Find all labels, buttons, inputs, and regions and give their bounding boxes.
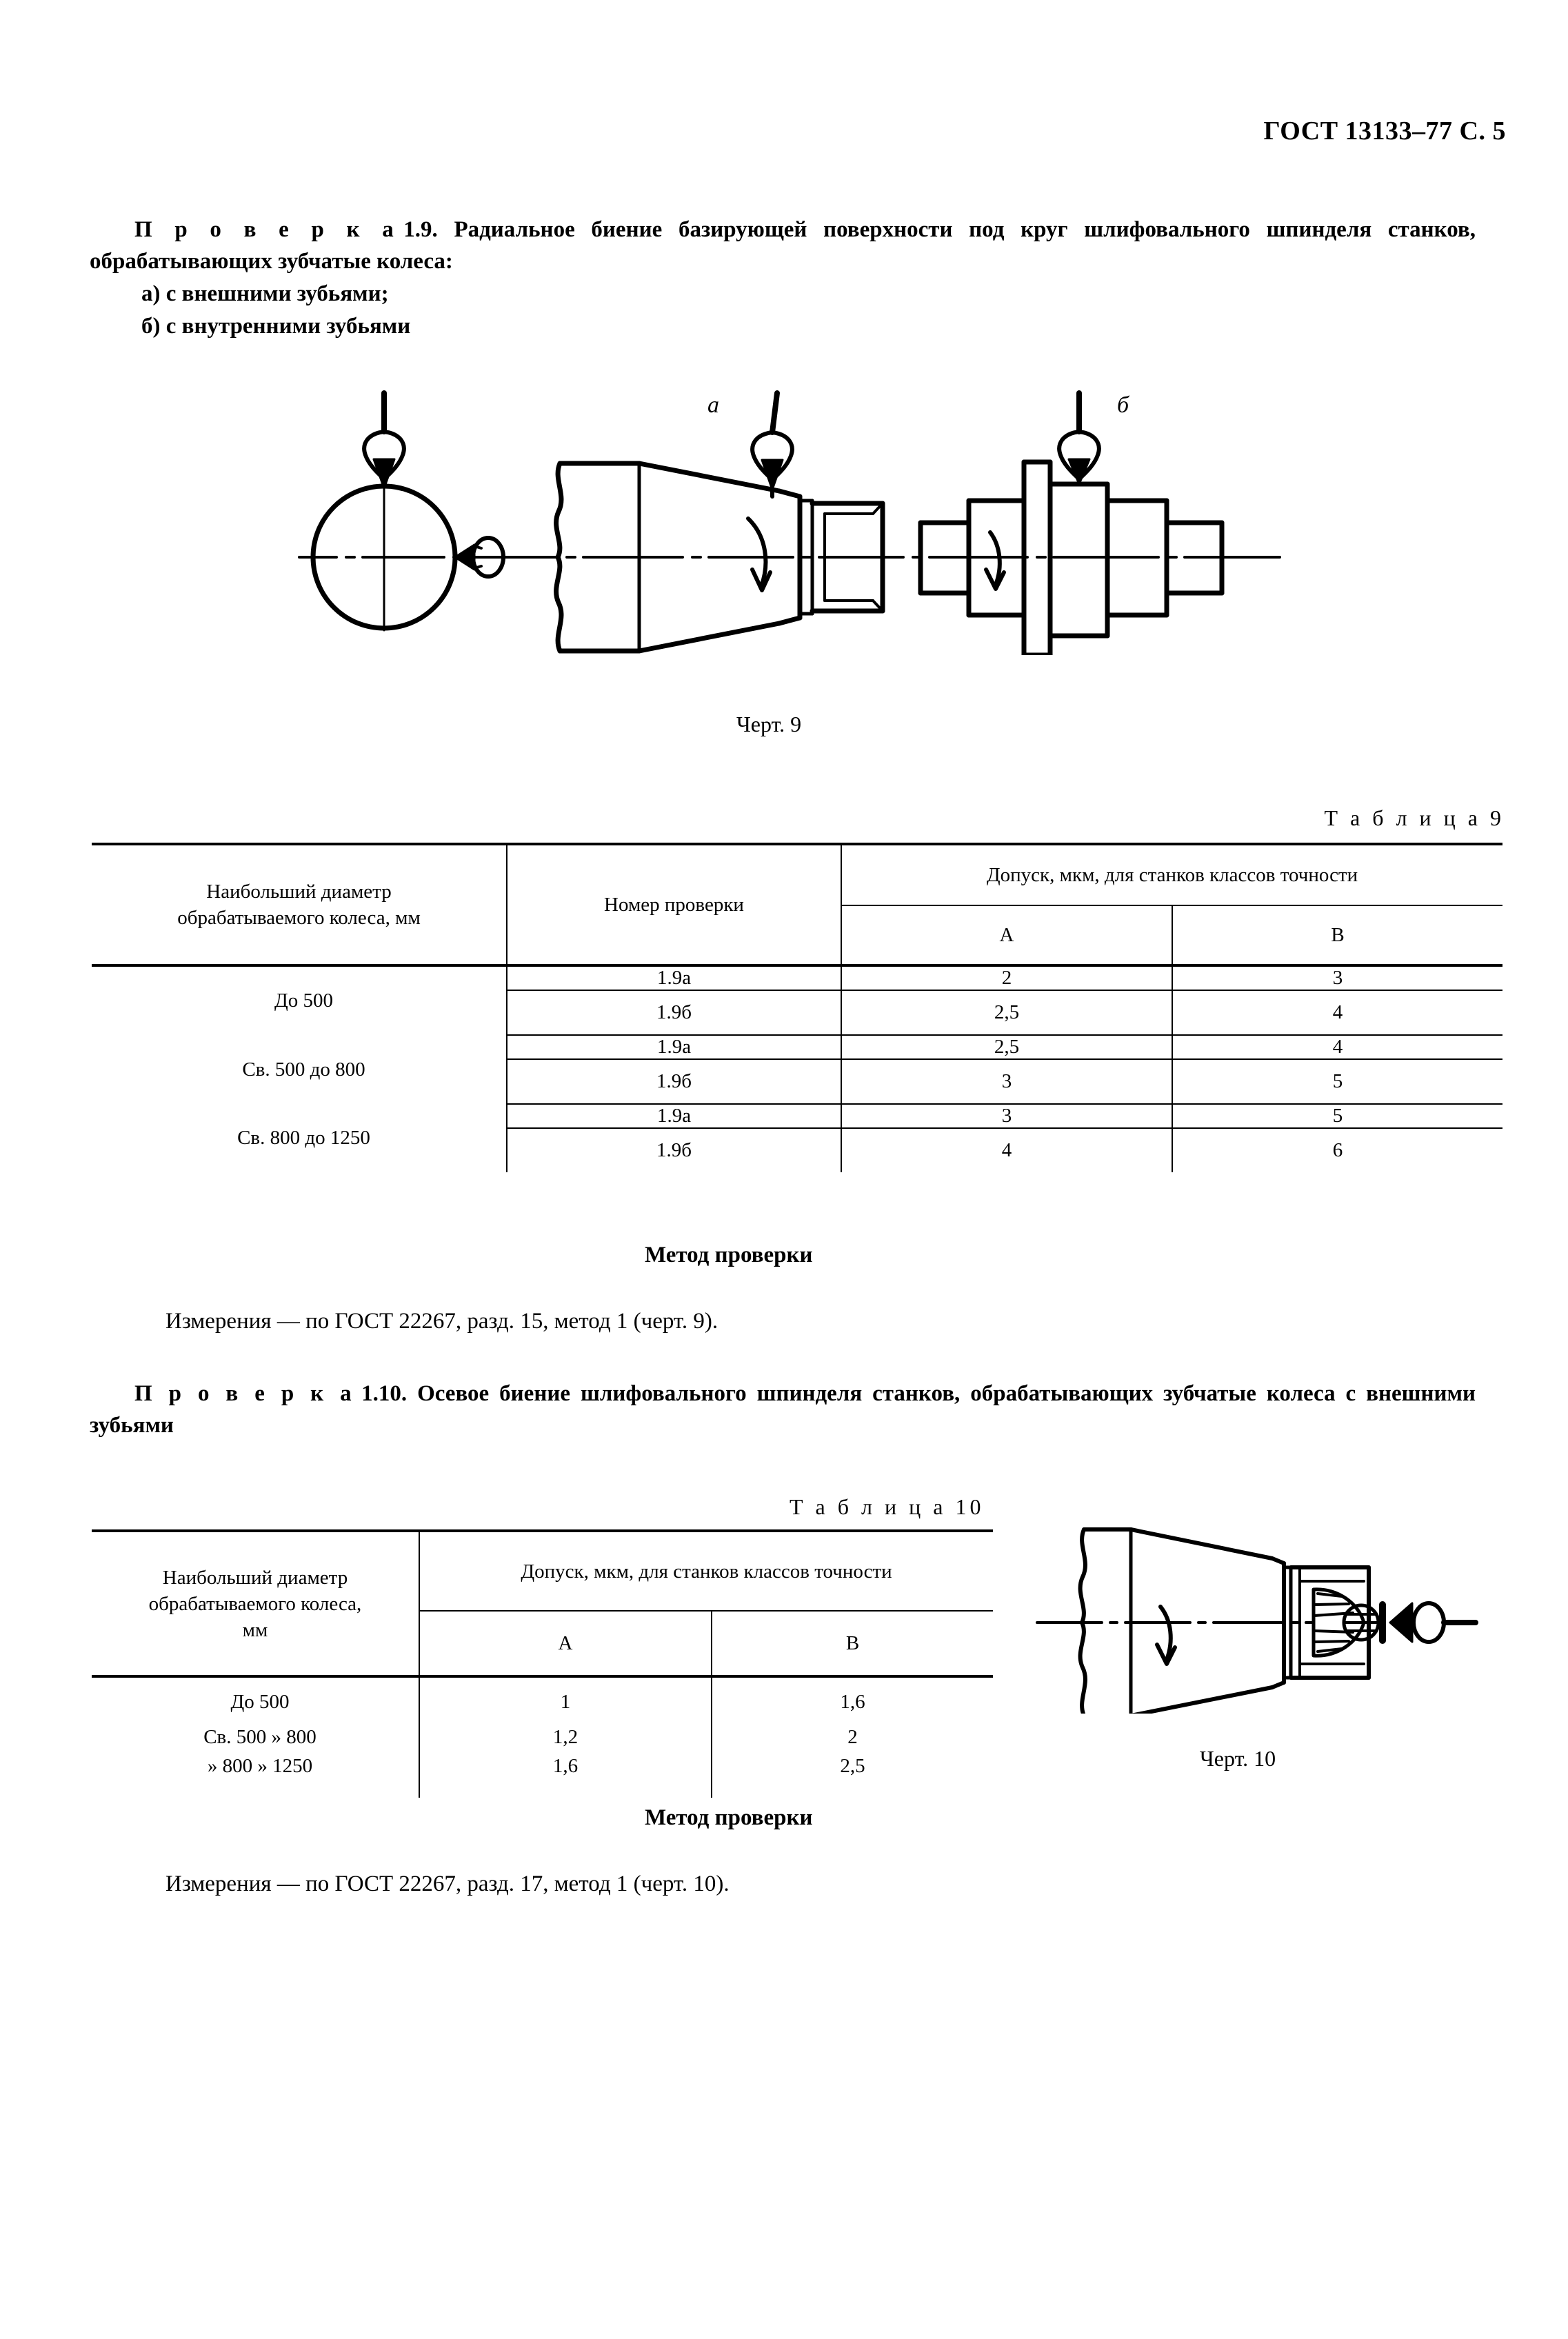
table-row: 1.9б 3 5 <box>92 1059 1502 1105</box>
table-9-a-2-1: 4 <box>841 1128 1172 1172</box>
table-9-header-check-number: Номер проверки <box>506 843 841 967</box>
table-10-header-diameter-line2: обрабатываемого колеса, <box>148 1592 362 1615</box>
page-header: ГОСТ 13133–77 С. 5 <box>1263 117 1506 145</box>
table-10-diameter-0: До 500 <box>230 1691 290 1713</box>
table-9-b-1-0: 4 <box>1172 1035 1502 1060</box>
table-9-header-diameter: Наибольший диаметр обрабатываемого колес… <box>92 843 507 967</box>
table-9-header-tolerance-group: Допуск, мкм, для станков классов точност… <box>841 843 1502 906</box>
table-row: Св. 500 » 800 1,2 2 <box>92 1720 993 1755</box>
method-9-heading: Метод проверки <box>645 1243 813 1267</box>
table-row: Св. 500 до 800 1.9а 2,5 4 <box>92 1035 1502 1081</box>
table-10-b-1: 2 <box>711 1720 993 1755</box>
table-9-b-0-1: 4 <box>1172 990 1502 1036</box>
table-9-check-1-1: 1.9б <box>506 1059 841 1105</box>
table-9-check-2-1: 1.9б <box>506 1128 841 1172</box>
check-1-10-title-line2: колеса с внешними зубьями <box>90 1381 1476 1438</box>
table-9-a-0-0: 2 <box>841 965 1172 991</box>
table-9-a-2-0: 3 <box>841 1104 1172 1129</box>
table-9-b-1-1: 5 <box>1172 1059 1502 1105</box>
check-1-10-title-line1: Осевое биение шлифовального шпинделя ста… <box>417 1381 1256 1406</box>
table-9-a-1-0: 2,5 <box>841 1035 1172 1060</box>
figure-9-label-b: б <box>1117 392 1130 418</box>
table-9-a-1-1: 3 <box>841 1059 1172 1105</box>
table-10-header-diameter-line1: Наибольший диаметр <box>162 1566 348 1589</box>
table-10-b-2: 2,5 <box>711 1755 993 1798</box>
table-row: До 500 1 1,6 <box>92 1676 993 1720</box>
figure-9-caption: Черт. 9 <box>736 712 802 736</box>
table-10: Наибольший диаметр обрабатываемого колес… <box>92 1529 993 1798</box>
table-9-body: До 500 1.9а 2 3 1.9б 2,5 4 Св. 500 до 80… <box>92 965 1502 1172</box>
table-9-diameter-1: Св. 500 до 800 <box>242 1058 365 1081</box>
table-row: » 800 » 1250 1,6 2,5 <box>92 1755 993 1798</box>
table-row: Св. 800 до 1250 1.9а 3 5 <box>92 1104 1502 1149</box>
table-10-head: Наибольший диаметр обрабатываемого колес… <box>92 1529 993 1678</box>
table-10-a-2: 1,6 <box>419 1755 712 1798</box>
table-9-check-2-0: 1.9а <box>506 1104 841 1129</box>
table-10-diameter-1: Св. 500 » 800 <box>203 1726 316 1748</box>
table-10-header-tolerance-group: Допуск, мкм, для станков классов точност… <box>419 1529 993 1612</box>
table-row: 1.9б 4 6 <box>92 1128 1502 1172</box>
table-10-header-class-b: В <box>711 1611 993 1678</box>
table-10-header-diameter: Наибольший диаметр обрабатываемого колес… <box>92 1529 419 1678</box>
figure-9-drawing: а б <box>296 365 1283 655</box>
check-1-9-title-line1: Радиальное биение базирующей поверхности… <box>454 217 1372 242</box>
table-9-check-0-1: 1.9б <box>506 990 841 1036</box>
figure-10-drawing <box>1034 1500 1510 1714</box>
method-10-heading: Метод проверки <box>645 1805 813 1830</box>
table-9: Наибольший диаметр обрабатываемого колес… <box>92 843 1502 1172</box>
method-9-text: Измерения — по ГОСТ 22267, разд. 15, мет… <box>165 1309 718 1334</box>
table-10-b-0: 1,6 <box>711 1676 993 1720</box>
table-10-a-0: 1 <box>419 1676 712 1720</box>
check-1-9-label: П р о в е р к а <box>134 217 397 242</box>
table-row: 1.9б 2,5 4 <box>92 990 1502 1036</box>
table-10-body: До 500 1 1,6 Св. 500 » 800 1,2 2 » 800 »… <box>92 1676 993 1798</box>
check-1-9-title-line2: станков, обрабатывающих зубчатые колеса: <box>90 217 1476 274</box>
check-1-10-label: П р о в е р к а <box>134 1381 355 1406</box>
table-9-a-0-1: 2,5 <box>841 990 1172 1036</box>
table-9-diameter-2: Св. 800 до 1250 <box>237 1127 370 1149</box>
table-10-header-diameter-line3: мм <box>242 1618 268 1641</box>
figure-10-svg <box>1036 1527 1478 1714</box>
table-row: До 500 1.9а 2 3 <box>92 965 1502 1012</box>
table-9-header-class-b: В <box>1172 905 1502 967</box>
figure-9-svg: а б <box>298 390 1281 655</box>
table-9-caption: Т а б л и ц а 9 <box>1324 805 1505 830</box>
check-1-9-number: 1.9. <box>403 217 438 242</box>
table-9-check-1-0: 1.9а <box>506 1035 841 1060</box>
table-9-head: Наибольший диаметр обрабатываемого колес… <box>92 843 1502 967</box>
table-9-header-diameter-line1: Наибольший диаметр <box>206 881 392 903</box>
table-10-caption: Т а б л и ц а 10 <box>790 1494 985 1519</box>
method-10-text: Измерения — по ГОСТ 22267, разд. 17, мет… <box>165 1871 730 1896</box>
figure-9-label-a: а <box>707 392 719 418</box>
table-10-header-class-a: А <box>419 1611 712 1678</box>
table-10-a-1: 1,2 <box>419 1720 712 1755</box>
figure-10-caption: Черт. 10 <box>1200 1746 1276 1771</box>
check-1-10-number: 1.10. <box>361 1381 408 1406</box>
table-9-b-0-0: 3 <box>1172 965 1502 991</box>
table-9-diameter-0: До 500 <box>274 990 334 1012</box>
check-1-9-item-b: б) с внутренними зубьями <box>141 314 411 339</box>
check-1-9-item-a: а) с внешними зубьями; <box>141 281 389 306</box>
table-9-b-2-1: 6 <box>1172 1128 1502 1172</box>
table-9-header-diameter-line2: обрабатываемого колеса, мм <box>177 907 421 929</box>
table-10-diameter-2: » 800 » 1250 <box>207 1755 313 1777</box>
table-9-header-class-a: А <box>841 905 1172 967</box>
table-9-b-2-0: 5 <box>1172 1104 1502 1129</box>
table-9-check-0-0: 1.9а <box>506 965 841 991</box>
